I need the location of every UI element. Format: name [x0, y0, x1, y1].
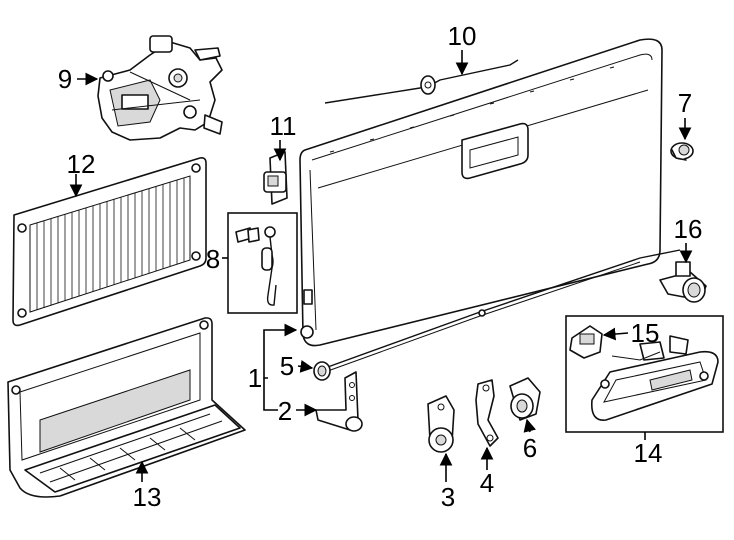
hinge-bracket: [315, 371, 363, 432]
tailgate-cable: [313, 249, 681, 381]
callout-12: 12: [66, 149, 96, 179]
callout-8: 8: [205, 244, 221, 274]
callout-6: 6: [522, 433, 538, 463]
bolt-icon: [235, 227, 260, 243]
callout-16: 16: [673, 214, 703, 244]
leader-lines: [69, 50, 693, 482]
callout-11: 11: [269, 111, 297, 141]
latch-actuator: [97, 35, 223, 141]
release-rod: [324, 59, 519, 104]
handle-assembly-box: [565, 315, 724, 433]
strap-kit-box: [227, 212, 298, 314]
link: [475, 379, 499, 447]
handle-switch: [569, 325, 603, 359]
callout-10: 10: [447, 21, 477, 51]
callout-15: 15: [630, 318, 660, 348]
callout-2: 2: [277, 396, 293, 426]
tailgate-panel: [299, 38, 663, 347]
handle-assembly: [590, 335, 719, 421]
callout-7: 7: [677, 88, 693, 118]
cable-end-5: [313, 361, 331, 381]
sensor: [263, 151, 288, 205]
support-strap: [261, 226, 277, 306]
bushing: [509, 377, 541, 421]
callout-14: 14: [633, 438, 663, 468]
callout-5: 5: [279, 351, 295, 381]
pivot: [427, 395, 455, 453]
tailgate-handle-pocket: [461, 122, 529, 180]
inner-panel: [7, 317, 246, 498]
callout-9: 9: [57, 64, 73, 94]
reinforcement-panel: [12, 157, 207, 327]
callout-4: 4: [479, 468, 495, 498]
plug: [670, 142, 694, 161]
callout-1: 1: [247, 363, 263, 393]
lock-cylinder: [659, 261, 707, 303]
callout-3: 3: [440, 482, 456, 512]
callout-13: 13: [132, 482, 162, 512]
